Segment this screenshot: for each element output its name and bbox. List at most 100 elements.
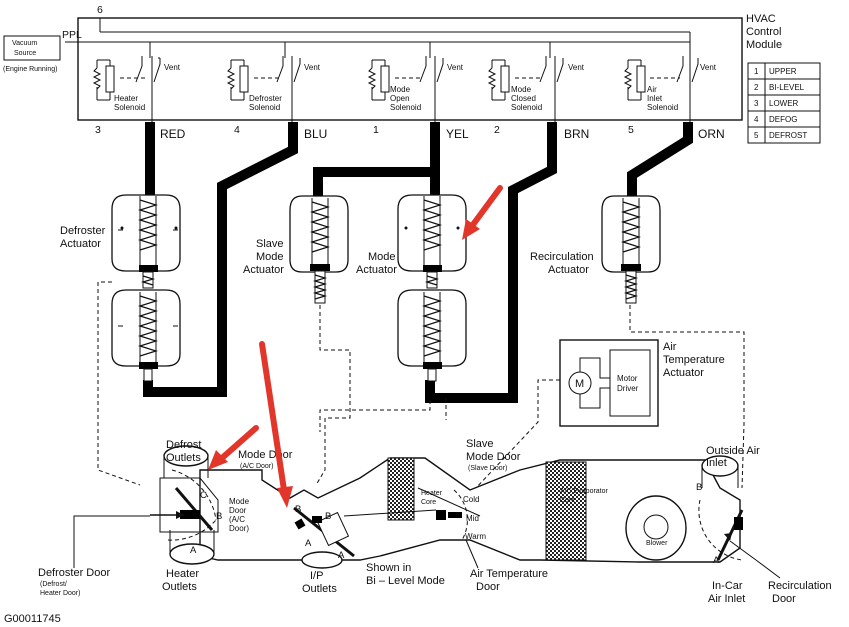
solenoid-number-3: 3 xyxy=(95,124,101,136)
mode-door-left-label-3: (A/C xyxy=(229,515,245,524)
vacuum-source-note: (Engine Running) xyxy=(3,66,57,73)
defroster-door-label-1: Defroster Door xyxy=(38,567,110,579)
hose-label-orn: ORN xyxy=(698,127,725,141)
heater-core-label-1: Heater xyxy=(421,490,443,497)
recirc-door-label-1: Recirculation xyxy=(768,580,832,592)
legend-n-2: 2 xyxy=(754,83,759,92)
ip-outlets-label-1: I/P xyxy=(310,570,323,582)
mode-closed-vent: Vent xyxy=(568,63,585,72)
mode-actuator-label-2: Actuator xyxy=(356,264,397,276)
module-title-line3: Module xyxy=(746,39,782,51)
door-letter-a-right: A xyxy=(713,555,720,566)
shown-in-label-1: Shown in xyxy=(366,562,411,574)
legend-n-4: 4 xyxy=(754,115,759,124)
hose-label-red: RED xyxy=(160,127,186,141)
mode-actuator: Mode Actuator xyxy=(356,194,467,382)
defroster-actuator-label-2: Actuator xyxy=(60,238,101,250)
hose-label-blu: BLU xyxy=(304,127,327,141)
solenoid-heater: Heater Solenoid Vent 3 xyxy=(92,56,181,136)
hvac-duct: C B A B B A A Heater Core Cold Mid Warm … xyxy=(150,445,757,569)
vacuum-hoses xyxy=(143,122,693,403)
mid-label: Mid xyxy=(466,514,479,523)
bus-number: 6 xyxy=(97,4,103,16)
mode-open-label-2: Open xyxy=(390,94,410,103)
defroster-solenoid-label-2: Solenoid xyxy=(249,103,280,112)
slave-actuator-label-3: Actuator xyxy=(243,264,284,276)
air-inlet-label-2: Inlet xyxy=(647,94,663,103)
slave-actuator-label-2: Mode xyxy=(256,251,284,263)
module-title-line1: HVAC xyxy=(746,13,776,25)
air-temp-door-label-1: Air Temperature xyxy=(470,568,548,580)
annotation-arrows xyxy=(208,185,503,508)
duct-labels: Defrost Outlets Mode Door (A/C Door) Mod… xyxy=(4,438,832,625)
slave-door-label-1: Slave xyxy=(466,438,494,450)
hose-label-brn: BRN xyxy=(564,127,589,141)
slave-mode-actuator: Slave Mode Actuator xyxy=(243,195,349,304)
solenoid-defroster: Defroster Solenoid Vent 4 xyxy=(226,56,321,136)
motor-label: M xyxy=(575,378,584,390)
defroster-solenoid-vent: Vent xyxy=(304,63,321,72)
solenoid-air-inlet: Air Inlet Solenoid Vent 5 xyxy=(623,56,717,136)
ip-outlets-label-2: Outlets xyxy=(302,583,337,595)
solenoid-number-5: 5 xyxy=(628,124,634,136)
slave-door-label-3: (Slave Door) xyxy=(468,465,507,472)
linkages xyxy=(97,281,745,506)
door-letter-a-mode2: A xyxy=(338,550,345,561)
legend-label-1: UPPER xyxy=(769,67,797,76)
defroster-solenoid-label-1: Defroster xyxy=(249,94,282,103)
door-letter-c: C xyxy=(200,490,207,501)
mode-open-label-3: Solenoid xyxy=(390,103,421,112)
heater-solenoid-vent: Vent xyxy=(164,63,181,72)
defrost-outlets-label-2: Outlets xyxy=(166,452,201,464)
air-temp-actuator-label-1: Air xyxy=(663,341,677,353)
solenoid-number-2: 2 xyxy=(494,124,500,136)
door-letter-b-mode2: B xyxy=(325,511,331,522)
mode-door-left-label-2: Door xyxy=(229,506,247,515)
mode-open-label-1: Mode xyxy=(390,85,411,94)
motor-driver-line1: Motor xyxy=(617,374,638,383)
air-inlet-vent: Vent xyxy=(700,63,717,72)
ppl-label: PPL xyxy=(62,29,82,41)
legend-label-2: BI-LEVEL xyxy=(769,83,805,92)
solenoid-number-1: 1 xyxy=(373,124,379,136)
blower-label: Blower xyxy=(646,540,668,547)
mode-door-top-label-2: (A/C Door) xyxy=(240,463,273,470)
module-title-line2: Control xyxy=(746,26,781,38)
air-temp-actuator-label-2: Temperature xyxy=(663,354,725,366)
in-car-label-2: Air Inlet xyxy=(708,593,745,605)
evaporator-label-2: Core xyxy=(560,497,575,504)
slave-door-label-2: Mode Door xyxy=(466,451,521,463)
mode-closed-label-2: Closed xyxy=(511,94,536,103)
door-letter-b-right: B xyxy=(696,482,702,493)
heater-solenoid-label-1: Heater xyxy=(114,94,138,103)
defroster-actuator-label-1: Defroster xyxy=(60,225,106,237)
legend-n-1: 1 xyxy=(754,67,759,76)
door-letter-a-mode: A xyxy=(305,538,312,549)
air-temp-actuator-label-3: Actuator xyxy=(663,367,704,379)
shown-in-label-2: Bi – Level Mode xyxy=(366,575,445,587)
heater-solenoid-label-2: Solenoid xyxy=(114,103,145,112)
motor-driver-line2: Driver xyxy=(617,384,639,393)
air-temp-door-label-2: Door xyxy=(476,581,500,593)
legend-label-5: DEFROST xyxy=(769,131,807,140)
mode-closed-label-1: Mode xyxy=(511,85,532,94)
mode-door-left-label-4: Door) xyxy=(229,524,249,533)
slave-actuator-label-1: Slave xyxy=(256,238,284,250)
mode-door-top-label-1: Mode Door xyxy=(238,449,293,461)
warm-label: Warm xyxy=(465,532,486,541)
defroster-actuator: Defroster Actuator xyxy=(60,194,181,382)
vacuum-source-line2: Source xyxy=(14,50,36,57)
mode-open-vent: Vent xyxy=(447,63,464,72)
evaporator-label-1: A/C Evaporator xyxy=(560,488,609,495)
air-temperature-actuator: M Motor Driver Air Temperature Actuator xyxy=(559,339,725,427)
legend-label-4: DEFOG xyxy=(769,115,797,124)
cold-label: Cold xyxy=(463,495,479,504)
figure-id: G00011745 xyxy=(4,613,61,625)
heater-core-label-2: Core xyxy=(421,499,436,506)
mode-door-left-label-1: Mode xyxy=(229,497,250,506)
heater-outlets-label-1: Heater xyxy=(166,568,199,580)
in-car-label-1: In-Car xyxy=(712,580,743,592)
door-letter-b-left: B xyxy=(216,511,222,522)
outside-air-label-1: Outside Air xyxy=(706,445,760,457)
